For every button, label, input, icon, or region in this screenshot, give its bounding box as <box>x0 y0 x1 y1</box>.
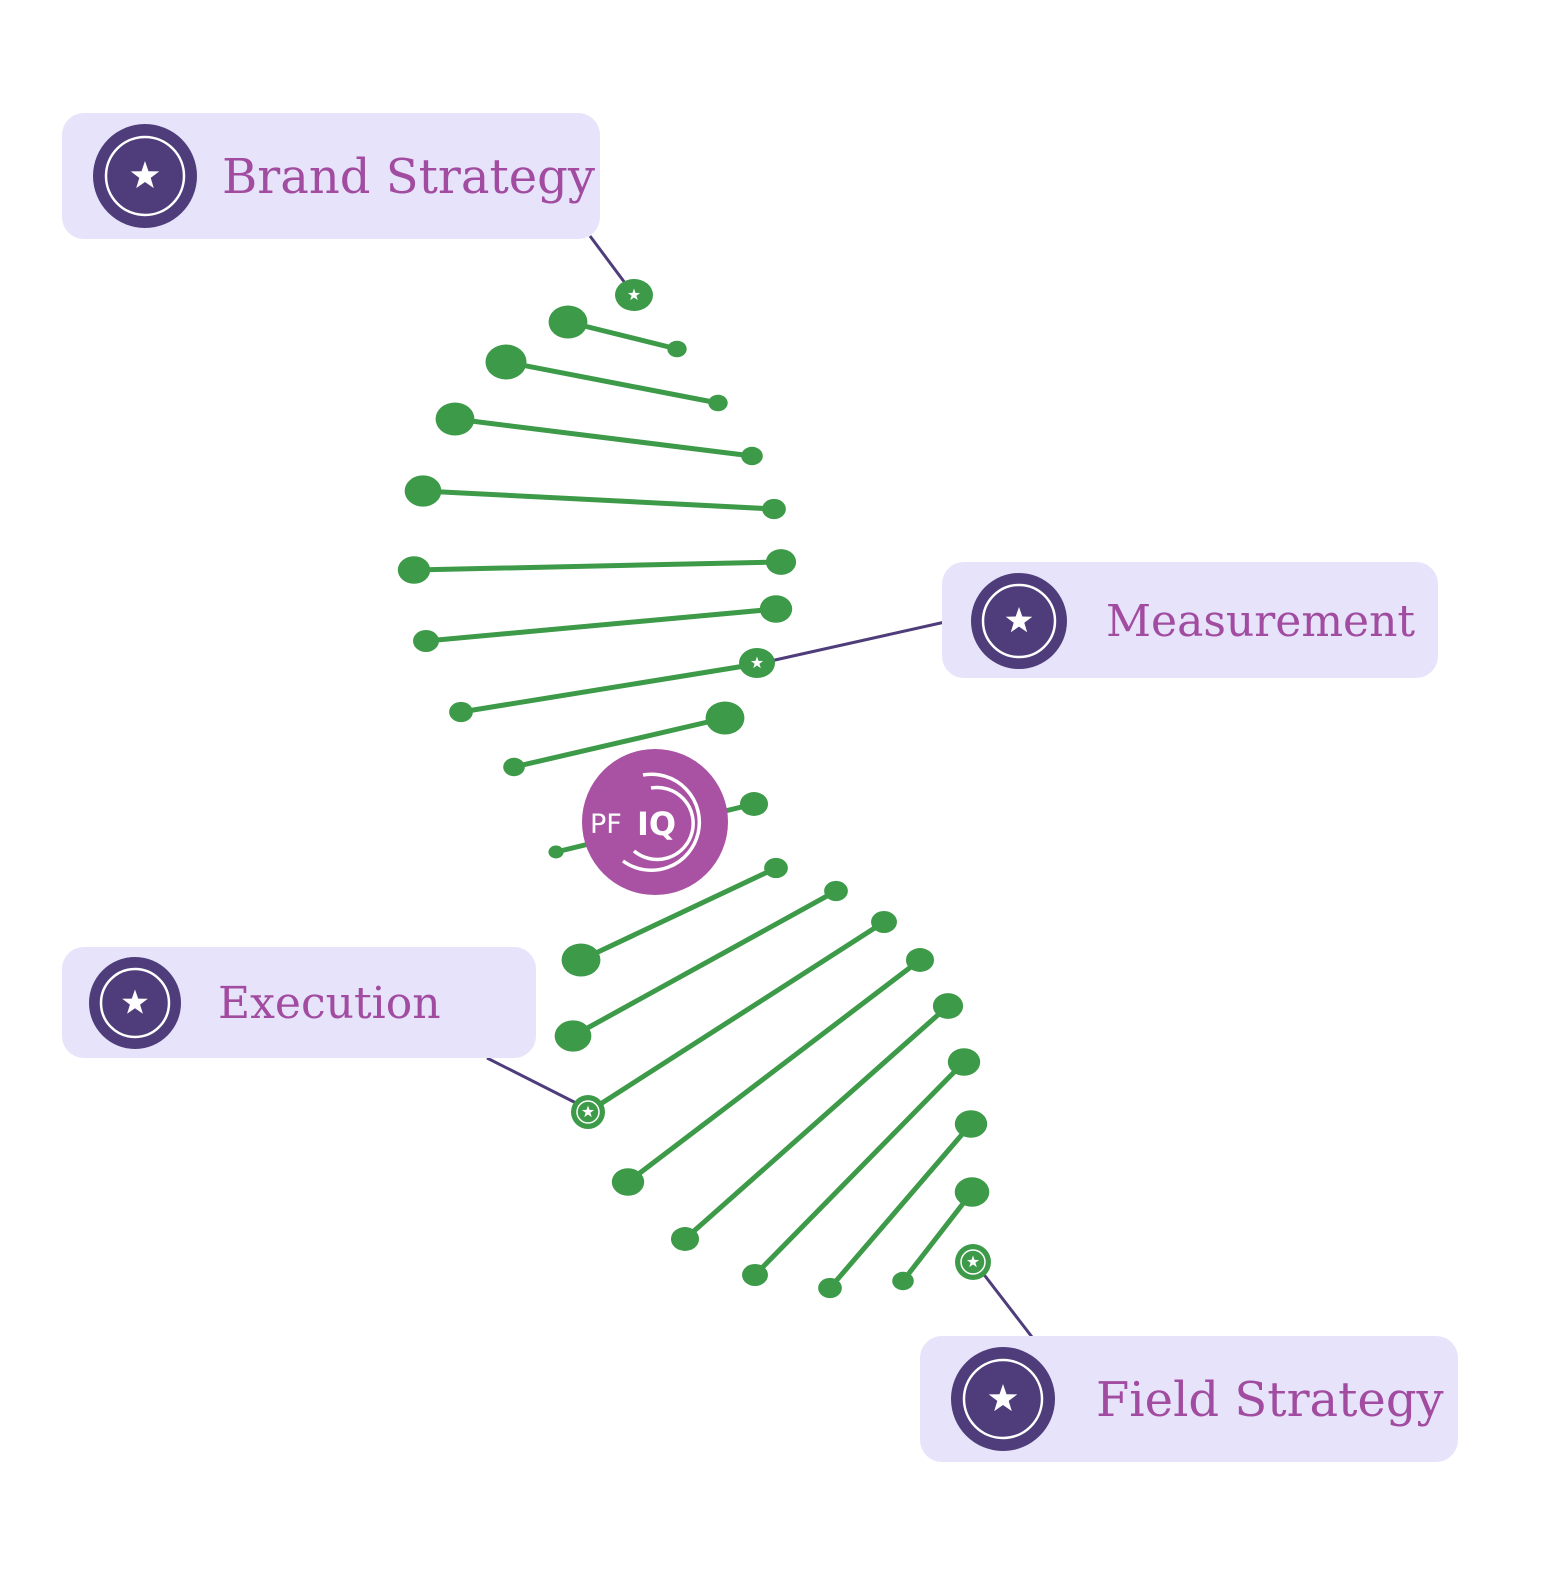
helix-rung <box>485 344 728 412</box>
helix-rung-dot <box>741 446 763 466</box>
helix-rung-dot <box>561 943 601 977</box>
helix-rung-line <box>682 1003 951 1242</box>
helix-rung-line <box>752 1059 967 1278</box>
helix-rung-dot <box>905 948 935 972</box>
connector-execution <box>486 1056 581 1107</box>
helix-rung <box>449 661 760 723</box>
helix-rung-dot <box>892 1271 914 1291</box>
helix-rung-dot <box>824 880 848 902</box>
helix-rung <box>892 1177 990 1291</box>
badge-icon-brand-strategy <box>93 124 197 228</box>
helix-rung <box>670 993 964 1251</box>
helix-rung-line <box>578 865 779 963</box>
helix-rung-dot <box>742 1263 768 1287</box>
helix-rung-dot <box>503 757 525 777</box>
star-icon <box>130 161 160 189</box>
helix-rung <box>435 402 763 466</box>
label-field-strategy: Field Strategy <box>1096 1372 1444 1428</box>
helix-star-node-brand <box>615 279 653 311</box>
helix-star-node-execution <box>571 1095 605 1129</box>
helix-rung <box>503 701 745 777</box>
helix-rung <box>548 305 687 358</box>
helix-rung-dot <box>764 857 788 879</box>
logo-suffix: IQ <box>637 805 676 843</box>
helix-star-node-measurement <box>739 648 775 678</box>
helix-rung-line <box>570 888 839 1039</box>
connector-measurement <box>765 620 946 664</box>
badge-icon-field-strategy <box>951 1347 1055 1451</box>
helix-rung-dot <box>871 910 897 934</box>
helix-rung-dot <box>954 1177 990 1207</box>
helix-rung <box>397 549 797 584</box>
label-card-execution[interactable]: Execution <box>62 947 536 1058</box>
helix-rung-dot <box>548 845 564 859</box>
helix-rung-line <box>423 606 779 644</box>
helix-rung-dot <box>404 475 442 507</box>
label-card-brand-strategy[interactable]: Brand Strategy <box>62 113 600 239</box>
helix-rung <box>561 857 788 977</box>
helix-rung <box>554 880 848 1052</box>
pfiq-logo: PF IQ <box>582 749 728 895</box>
helix-rung-line <box>900 1189 975 1284</box>
helix-rung-line <box>585 919 887 1115</box>
helix-star-node-field <box>955 1244 991 1280</box>
helix-rung <box>611 948 935 1196</box>
helix-rung <box>818 1110 988 1299</box>
helix-rung-line <box>411 559 784 573</box>
helix-rung-dot <box>739 792 769 816</box>
helix-rung-dot <box>611 1168 645 1196</box>
star-icon <box>750 656 764 669</box>
helix-rung-dot <box>947 1048 981 1076</box>
connector-brand-strategy <box>588 235 630 288</box>
helix-rung-dot <box>762 498 786 520</box>
helix-rung-dot <box>765 549 797 575</box>
star-icon <box>122 989 148 1014</box>
helix-rung-dot <box>397 556 431 584</box>
star-icon <box>1005 607 1033 633</box>
helix-rung-line <box>458 661 760 715</box>
helix-rung-dot <box>708 394 728 412</box>
helix-rung-line <box>827 1121 974 1291</box>
logo-prefix: PF <box>590 809 622 840</box>
label-measurement: Measurement <box>1106 596 1415 647</box>
helix-rung-dot <box>554 1020 592 1052</box>
helix-rung-dot <box>548 305 588 339</box>
star-icon <box>966 1255 980 1268</box>
star-icon <box>627 288 641 301</box>
helix-rung-line <box>625 957 923 1185</box>
helix-rung <box>404 475 786 520</box>
helix-rung-dot <box>667 340 687 358</box>
connectors <box>486 235 1034 1338</box>
helix-rung-dot <box>449 701 473 723</box>
helix-rung-dot <box>954 1110 988 1138</box>
helix-rung-dot <box>670 1227 700 1251</box>
helix-rung-dot <box>435 402 475 436</box>
star-icon <box>988 1384 1018 1412</box>
helix-rung-line <box>511 715 728 770</box>
helix-rung <box>585 910 897 1115</box>
connector-field-strategy <box>980 1271 1034 1338</box>
helix-rung-dot <box>932 993 964 1019</box>
label-brand-strategy: Brand Strategy <box>222 149 595 205</box>
helix-rung <box>742 1048 981 1287</box>
badge-icon-measurement <box>971 573 1067 669</box>
helix-rung-dot <box>413 629 439 653</box>
helix-rung-line <box>452 416 755 459</box>
helix-rung-dot <box>485 344 527 380</box>
helix-rung-dot <box>705 701 745 735</box>
helix-rung-line <box>420 488 777 512</box>
label-card-measurement[interactable]: Measurement <box>942 562 1438 678</box>
helix-rung <box>413 595 793 653</box>
star-icon <box>581 1105 595 1118</box>
helix-rung-dot <box>759 595 793 623</box>
helix-rung-dot <box>818 1277 842 1299</box>
badge-icon-execution <box>89 957 181 1049</box>
helix-rung-line <box>503 359 721 406</box>
label-execution: Execution <box>218 978 441 1029</box>
label-card-field-strategy[interactable]: Field Strategy <box>920 1336 1458 1462</box>
